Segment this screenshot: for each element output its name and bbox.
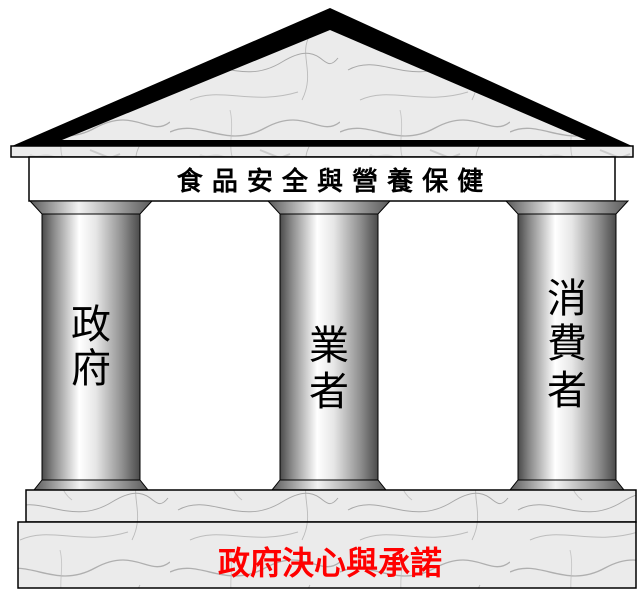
pillar-base [270,479,388,491]
cornice [10,145,634,158]
pillar-consumer: 消 費 者 [504,200,630,491]
pillar-label-char: 費 [547,321,587,367]
plinth-upper [25,489,637,523]
foundation-label: 政府決心與承諾 [218,544,442,582]
pillar-base [32,479,150,491]
pillar-label-char: 消 [547,276,587,322]
pillar-industry: 業 者 [266,200,392,491]
pillar-shaft [517,213,617,481]
pillar-shaft [41,213,141,481]
pillar-label-char: 業 [309,323,349,369]
pillar-label-char: 政 [71,302,111,348]
beam-label: 食 品 安 全 與 營 養 保 健 [177,166,483,197]
foundation [17,521,637,589]
pillar-base [508,479,626,491]
pillar-capital [28,200,154,215]
pillar-label-char: 者 [547,368,587,414]
pillar-capital [266,200,392,215]
pillar-label-char: 者 [309,369,349,415]
pillar-capital [504,200,630,215]
pillar-government: 政 府 [28,200,154,491]
pillar-label-char: 府 [71,346,111,392]
roof-pediment [62,30,586,140]
